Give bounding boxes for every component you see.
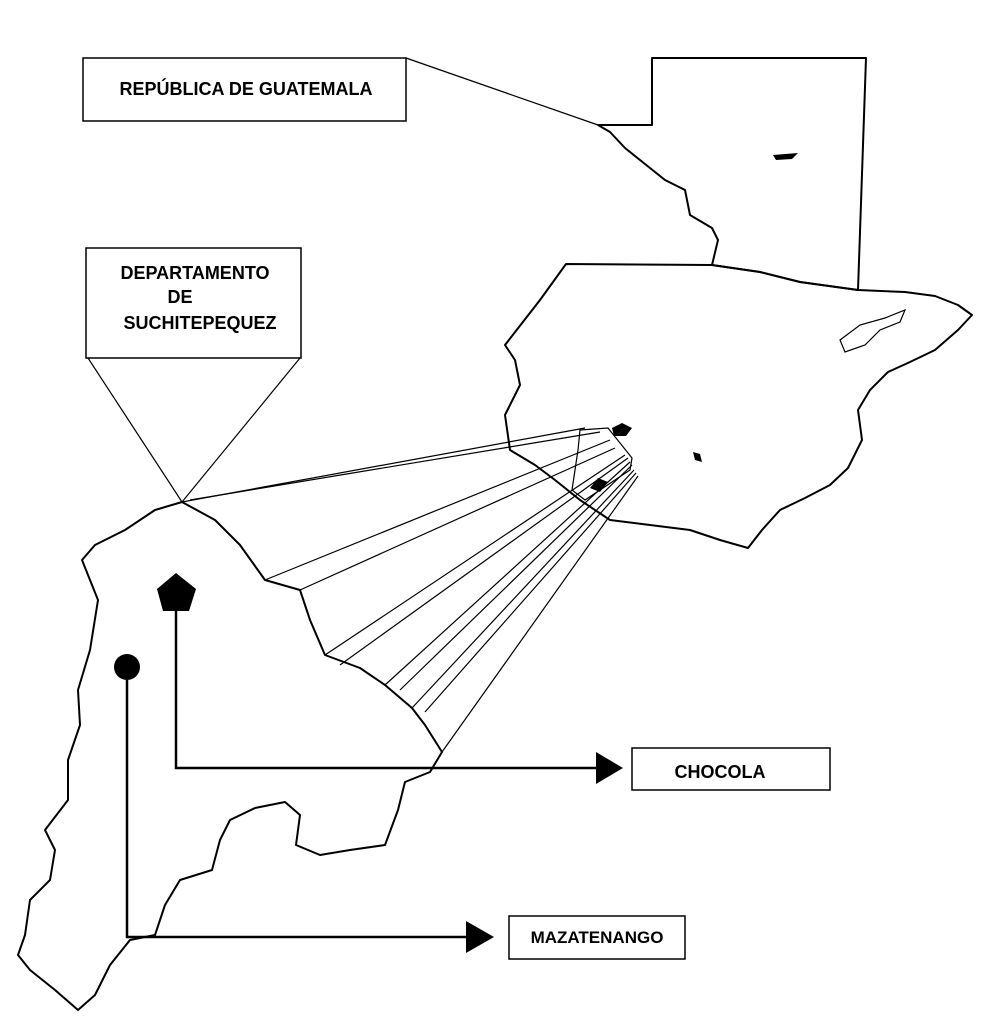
mazatenango-circle-icon xyxy=(114,654,140,680)
chocola-marker-group: CHOCOLA xyxy=(157,573,831,791)
zoom-projection-lines xyxy=(181,427,639,753)
lake-atitlan xyxy=(612,423,632,436)
small-lake xyxy=(693,452,702,462)
lake-izabal xyxy=(839,308,907,353)
department-callout-pointer xyxy=(87,357,301,504)
suchitepequez-mini xyxy=(571,427,633,501)
chocola-pentagon-icon xyxy=(157,573,196,611)
department-label: DEPARTAMENTO DE SUCHITEPEQUEZ xyxy=(85,247,302,359)
peten-outline xyxy=(597,57,867,291)
suchitepequez-outline xyxy=(17,501,443,1011)
department-label-line3: SUCHITEPEQUEZ xyxy=(123,313,276,333)
chocola-arrow-icon xyxy=(596,752,623,784)
guatemala-south-outline xyxy=(504,263,973,549)
department-label-line2: DE xyxy=(167,287,192,307)
country-callout-line xyxy=(405,57,599,126)
mazatenango-label: MAZATENANGO xyxy=(531,928,664,947)
mazatenango-arrow-icon xyxy=(466,921,494,953)
chocola-label: CHOCOLA xyxy=(675,762,766,782)
suchitepequez-mini-detail xyxy=(590,478,608,492)
country-label-text: REPÚBLICA DE GUATEMALA xyxy=(120,78,373,99)
country-label: REPÚBLICA DE GUATEMALA xyxy=(82,57,407,122)
department-label-line1: DEPARTAMENTO xyxy=(120,263,269,283)
mazatenango-marker-group: MAZATENANGO xyxy=(114,654,686,960)
lake-peten-itza xyxy=(773,153,798,160)
